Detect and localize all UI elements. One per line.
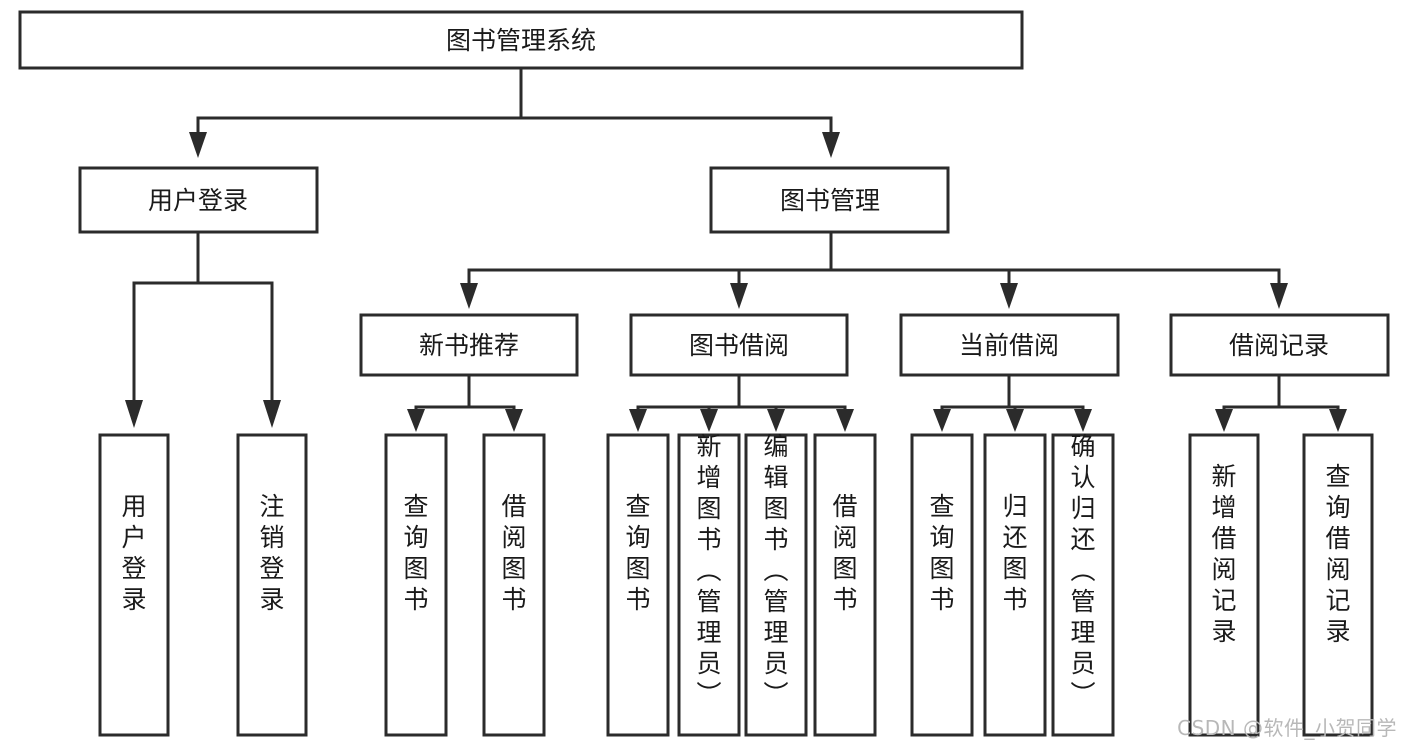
arrow-head-current-leaf-1: [933, 409, 951, 432]
arrow-head-record-leaf-2: [1329, 409, 1347, 432]
node-current-borrow[interactable]: 当前借阅: [899, 313, 1120, 377]
leaf-borrow-book-newbook-box: [482, 433, 546, 737]
node-book-borrow-label: 图书借阅: [689, 331, 789, 360]
leaf-search-book-borrow-box: [606, 433, 670, 737]
arrow-head-login-leaf-2: [263, 400, 281, 428]
leaf-add-book-admin-label: 新增图书︵管理员︶: [696, 432, 721, 709]
leaf-add-book-admin[interactable]: 新增图书︵管理员︶: [677, 432, 741, 737]
node-root-system-label: 图书管理系统: [446, 26, 596, 55]
connector-group-borrow-record: [1215, 373, 1347, 432]
leaf-search-book-borrow[interactable]: 查询图书: [606, 433, 670, 737]
leaf-search-borrow-record[interactable]: 查询借阅记录: [1302, 433, 1374, 737]
leaf-return-book-box: [983, 433, 1047, 737]
leaf-search-borrow-record-box: [1302, 433, 1374, 737]
arrow-head-newbook-leaf-2: [505, 409, 523, 432]
leaf-return-book[interactable]: 归还图书: [983, 433, 1047, 737]
node-book-borrow-box: [629, 313, 849, 377]
node-borrow-record-box: [1169, 313, 1390, 377]
arrow-head-bookmgmt: [822, 132, 840, 158]
arrow-head-current-leaf-3: [1074, 409, 1092, 432]
leaf-add-borrow-record-box: [1188, 433, 1260, 737]
leaf-user-login-label: 用户登录: [121, 492, 146, 614]
arrow-head-record-leaf-1: [1215, 409, 1233, 432]
node-root-system[interactable]: 图书管理系统: [18, 10, 1024, 70]
leaf-user-login-box: [98, 433, 170, 737]
node-new-book-recommend-box: [359, 313, 579, 377]
arrow-head-login: [189, 132, 207, 158]
leaf-borrow-book[interactable]: 借阅图书: [813, 433, 877, 737]
connector-group-user-login: [125, 230, 281, 428]
arrow-head-level2-4: [1270, 283, 1288, 309]
leaf-user-login[interactable]: 用户登录: [98, 433, 170, 737]
connector-group-book-management: [460, 230, 1288, 309]
leaf-search-book-newbook[interactable]: 查询图书: [384, 433, 448, 737]
leaf-add-book-admin-box: [677, 433, 741, 737]
leaf-borrow-book-newbook[interactable]: 借阅图书: [482, 433, 546, 737]
leaf-add-borrow-record-label: 新增借阅记录: [1211, 462, 1236, 646]
arrow-head-level2-1: [460, 283, 478, 309]
arrow-head-borrow-leaf-2: [700, 409, 718, 432]
node-current-borrow-label: 当前借阅: [959, 331, 1059, 360]
node-new-book-recommend-label: 新书推荐: [419, 331, 519, 360]
arrow-head-login-leaf-1: [125, 400, 143, 428]
leaf-user-logout-label: 注销登录: [259, 492, 284, 614]
arrow-head-level2-2: [730, 283, 748, 309]
leaf-borrow-book-newbook-label: 借阅图书: [501, 492, 526, 614]
node-borrow-record-label: 借阅记录: [1229, 331, 1329, 360]
node-borrow-record[interactable]: 借阅记录: [1169, 313, 1390, 377]
leaf-search-borrow-record-label: 查询借阅记录: [1325, 462, 1350, 646]
arrow-head-borrow-leaf-4: [836, 409, 854, 432]
connector-group-book-borrow: [629, 373, 854, 432]
node-new-book-recommend[interactable]: 新书推荐: [359, 313, 579, 377]
arrow-head-borrow-leaf-1: [629, 409, 647, 432]
connector-group-current-borrow: [933, 373, 1092, 432]
leaf-confirm-return-admin-label: 确认归还︵管理员︶: [1070, 432, 1095, 709]
leaf-borrow-book-label: 借阅图书: [832, 492, 857, 614]
leaf-borrow-book-box: [813, 433, 877, 737]
leaf-confirm-return-admin[interactable]: 确认归还︵管理员︶: [1051, 432, 1115, 737]
leaf-edit-book-admin[interactable]: 编辑图书︵管理员︶: [744, 432, 808, 737]
leaf-search-book-current-label: 查询图书: [929, 492, 954, 614]
leaf-search-book-current-box: [910, 433, 974, 737]
node-user-login[interactable]: 用户登录: [78, 166, 319, 234]
node-user-login-label: 用户登录: [148, 186, 248, 215]
leaf-user-logout[interactable]: 注销登录: [236, 433, 308, 737]
leaf-confirm-return-admin-box: [1051, 433, 1115, 737]
leaf-edit-book-admin-label: 编辑图书︵管理员︶: [763, 432, 788, 709]
node-book-borrow[interactable]: 图书借阅: [629, 313, 849, 377]
leaf-add-borrow-record[interactable]: 新增借阅记录: [1188, 433, 1260, 737]
node-current-borrow-box: [899, 313, 1120, 377]
leaf-user-logout-box: [236, 433, 308, 737]
leaf-edit-book-admin-box: [744, 433, 808, 737]
arrow-head-level2-3: [1000, 283, 1018, 309]
node-book-management-label: 图书管理: [780, 186, 880, 215]
node-root-system-box: [18, 10, 1024, 70]
leaf-search-book-newbook-box: [384, 433, 448, 737]
connector-group-new-book: [407, 373, 523, 432]
node-user-login-box: [78, 166, 319, 234]
leaf-search-book-newbook-label: 查询图书: [403, 492, 428, 614]
node-book-management[interactable]: 图书管理: [709, 166, 950, 234]
arrow-head-newbook-leaf-1: [407, 409, 425, 432]
arrow-head-borrow-leaf-3: [767, 409, 785, 432]
leaf-search-book-current[interactable]: 查询图书: [910, 433, 974, 737]
node-book-management-box: [709, 166, 950, 234]
leaf-return-book-label: 归还图书: [1002, 492, 1027, 614]
leaf-search-book-borrow-label: 查询图书: [625, 492, 650, 614]
arrow-head-current-leaf-2: [1006, 409, 1024, 432]
connector-group-root: [189, 66, 840, 158]
